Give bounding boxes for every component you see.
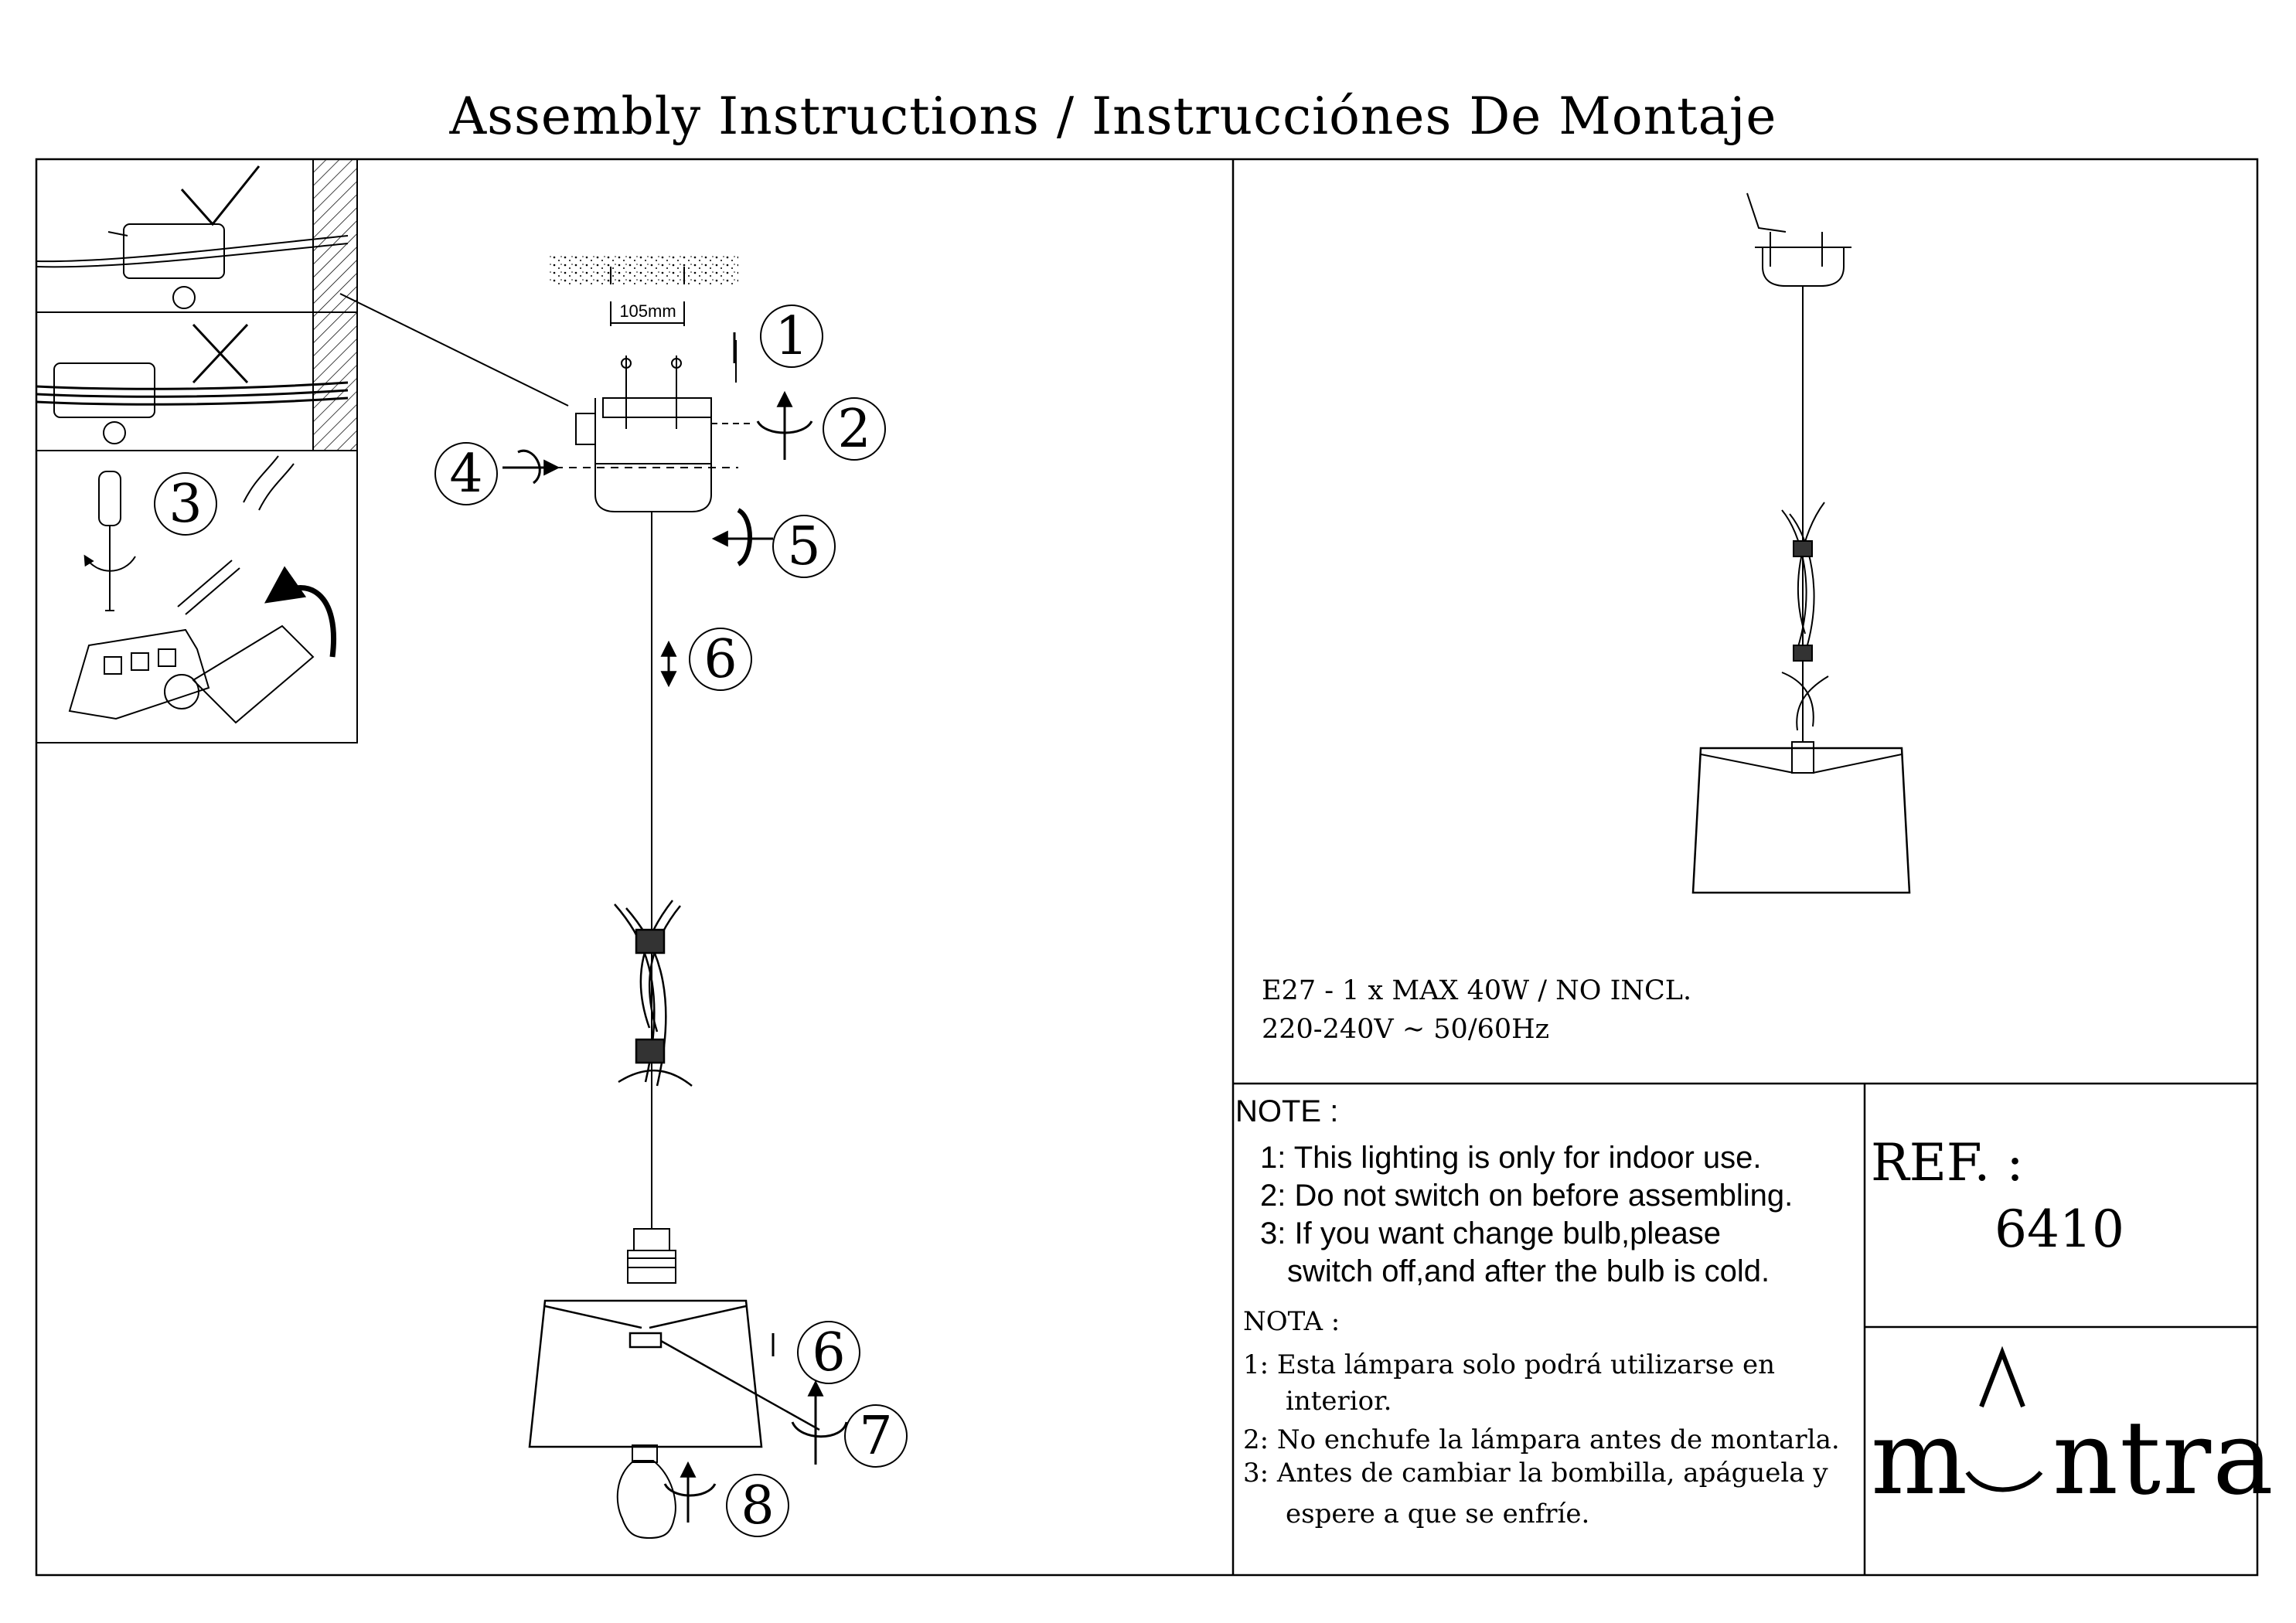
canopy bbox=[541, 340, 754, 524]
svg-text:8: 8 bbox=[741, 1475, 774, 1536]
note-heading: NOTE : bbox=[1235, 1094, 1339, 1128]
curved-arrow-icon bbox=[264, 566, 336, 658]
nota-item: 1: Esta lámpara solo podrá utilizarse en bbox=[1243, 1349, 1776, 1380]
step-arrows bbox=[502, 332, 848, 1523]
reference-number: 6410 bbox=[1995, 1199, 2124, 1259]
note-item: 3: If you want change bulb,please bbox=[1260, 1216, 1721, 1250]
nota-item: interior. bbox=[1286, 1386, 1392, 1417]
step-1: 1 bbox=[760, 305, 823, 368]
terminal-block-icon bbox=[68, 455, 315, 724]
note-item: 1: This lighting is only for indoor use. bbox=[1260, 1141, 1762, 1175]
bulb-icon bbox=[616, 1444, 676, 1540]
svg-text:7: 7 bbox=[859, 1406, 892, 1467]
step-7: 7 bbox=[844, 1404, 908, 1468]
brand-logo-m: m bbox=[1871, 1399, 1970, 1518]
mount-dimension-label: 105mm bbox=[619, 301, 676, 321]
step-4: 4 bbox=[434, 442, 498, 505]
nota-item: 3: Antes de cambiar la bombilla, apáguel… bbox=[1243, 1458, 1828, 1489]
brand-logo-caret bbox=[1979, 1346, 2025, 1408]
svg-text:3: 3 bbox=[169, 474, 202, 535]
check-icon bbox=[180, 165, 261, 226]
socket bbox=[627, 1228, 676, 1284]
step-6: 6 bbox=[689, 628, 752, 691]
svg-text:1: 1 bbox=[775, 306, 808, 367]
svg-text:6: 6 bbox=[703, 629, 737, 690]
cross-icon bbox=[192, 323, 249, 384]
lamp-shade bbox=[528, 1299, 820, 1448]
screwdriver-icon bbox=[98, 471, 121, 611]
wiring-detail-panel bbox=[36, 158, 569, 743]
nota-item: 2: No enchufe la lámpara antes de montar… bbox=[1243, 1424, 1840, 1455]
frame-lines bbox=[35, 158, 2259, 1577]
svg-text:4: 4 bbox=[449, 444, 482, 505]
step-3: 3 bbox=[154, 472, 217, 536]
step-2: 2 bbox=[823, 397, 886, 461]
page-title: Assembly Instructions / Instrucciónes De… bbox=[449, 87, 1777, 146]
brand-logo-ntra: ntra bbox=[2052, 1399, 2275, 1518]
svg-text:6: 6 bbox=[812, 1322, 845, 1383]
svg-text:2: 2 bbox=[837, 399, 870, 460]
step-callouts: 1 2 3 4 5 6 6 7 8 bbox=[154, 305, 908, 1537]
assembled-lamp bbox=[1691, 192, 1911, 894]
spec-power: E27 - 1 x MAX 40W / NO INCL. bbox=[1262, 975, 1692, 1006]
ceiling-mount bbox=[549, 255, 738, 326]
note-item: 2: Do not switch on before assembling. bbox=[1260, 1179, 1794, 1213]
brand-logo-smile bbox=[1965, 1470, 2043, 1492]
svg-text:5: 5 bbox=[787, 516, 820, 577]
step-6-shade: 6 bbox=[797, 1321, 860, 1384]
rotate-arrow-icon bbox=[83, 554, 136, 572]
spec-voltage: 220-240V ∼ 50/60Hz bbox=[1262, 1014, 1550, 1045]
reference-label: REF. : bbox=[1871, 1133, 2024, 1193]
note-item: switch off,and after the bulb is cold. bbox=[1287, 1254, 1770, 1288]
decorative-stem bbox=[614, 900, 693, 1087]
nota-heading: NOTA : bbox=[1243, 1306, 1340, 1337]
step-5: 5 bbox=[772, 515, 836, 578]
nota-item: espere a que se enfríe. bbox=[1286, 1499, 1590, 1529]
step-8: 8 bbox=[726, 1474, 789, 1537]
